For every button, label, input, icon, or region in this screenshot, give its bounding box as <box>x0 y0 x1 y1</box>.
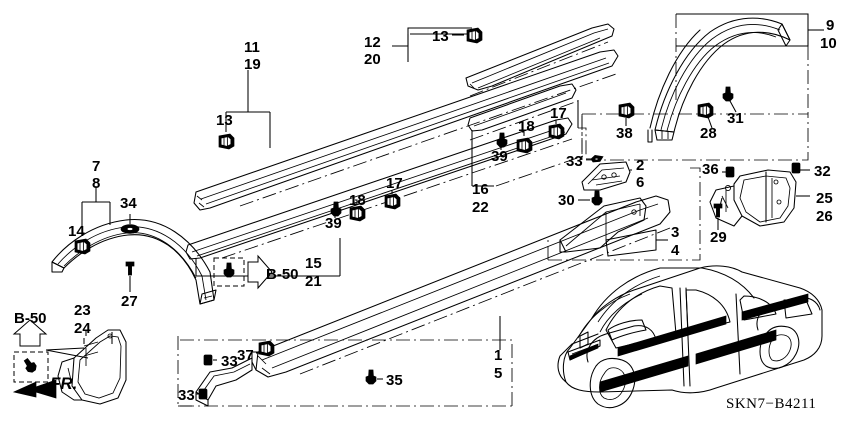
callout-14: 14 <box>68 223 85 240</box>
callout-7: 7 <box>92 158 101 175</box>
fastener-37 <box>258 340 275 357</box>
callout-25: 25 <box>816 190 833 207</box>
callout-24: 24 <box>74 320 91 337</box>
fastener-34 <box>120 224 140 234</box>
part-sill-panel-4 <box>605 229 657 257</box>
callout-19: 19 <box>244 56 261 73</box>
callout-3: 3 <box>671 224 680 241</box>
section-ref-label-left: B-50 <box>14 310 47 327</box>
drawing-number: SKN7−B4211 <box>726 396 817 412</box>
callout-17-b: 17 <box>386 175 403 192</box>
callout-23: 23 <box>74 302 91 319</box>
callout-33-a: 33 <box>566 153 583 170</box>
callout-34: 34 <box>120 195 137 212</box>
callout-35: 35 <box>386 372 403 389</box>
part-rear-mudguard-25-26 <box>709 169 797 227</box>
fastener-31 <box>722 86 734 102</box>
callout-26: 26 <box>816 208 833 225</box>
callout-1: 1 <box>494 347 503 364</box>
callout-5: 5 <box>494 365 503 382</box>
callout-39-b: 39 <box>325 215 342 232</box>
fastener-30 <box>591 190 603 206</box>
callout-22: 22 <box>472 199 489 216</box>
callout-6: 6 <box>636 174 645 191</box>
fastener-33-b <box>203 354 213 366</box>
part-fender-flare-9-10 <box>654 17 791 141</box>
callout-28: 28 <box>700 125 717 142</box>
callout-33-c: 33 <box>178 387 195 404</box>
callout-39-a: 39 <box>491 148 508 165</box>
section-ref-label-right: B-50 <box>266 266 299 283</box>
fastener-39-a <box>496 132 508 148</box>
callout-12: 12 <box>364 34 381 51</box>
callout-18-b: 18 <box>349 192 366 209</box>
part-molding-12-20 <box>465 23 615 91</box>
section-ref-left <box>12 319 49 383</box>
callout-9: 9 <box>826 17 835 34</box>
fastener-33-a <box>590 154 604 163</box>
fastener-38 <box>618 102 635 119</box>
callout-32: 32 <box>814 163 831 180</box>
fastener-13-left <box>218 133 235 150</box>
callout-36: 36 <box>702 161 719 178</box>
callout-38: 38 <box>616 125 633 142</box>
callout-27: 27 <box>121 293 138 310</box>
callout-30: 30 <box>558 192 575 209</box>
callout-18-a: 18 <box>518 118 535 135</box>
callout-37: 37 <box>237 347 254 364</box>
fastener-36 <box>725 166 735 178</box>
callout-17-a: 17 <box>550 105 567 122</box>
callout-33-b: 33 <box>221 353 238 370</box>
vehicle-illustration <box>557 265 823 408</box>
callout-15: 15 <box>305 255 322 272</box>
callout-13-left: 13 <box>216 112 233 129</box>
part-sill-rear-3-4 <box>559 197 647 253</box>
part-molding-16-22 <box>467 83 577 132</box>
callout-31: 31 <box>727 110 744 127</box>
front-direction-label: FR. <box>50 374 78 393</box>
callout-11: 11 <box>244 39 260 56</box>
fastener-33-c <box>198 388 208 400</box>
callout-8: 8 <box>92 175 101 192</box>
callout-21: 21 <box>305 273 322 290</box>
callout-2: 2 <box>636 157 645 174</box>
fastener-17-a <box>548 123 565 140</box>
callout-10: 10 <box>820 35 837 52</box>
fastener-27 <box>125 261 135 276</box>
fastener-28 <box>697 102 714 119</box>
fastener-32 <box>791 162 801 174</box>
callout-13-top: 13 <box>432 28 449 45</box>
callout-16: 16 <box>472 181 489 198</box>
part-molding-11-19 <box>193 49 619 211</box>
front-direction-arrow <box>12 379 57 399</box>
fastener-35 <box>365 369 377 385</box>
fastener-17-b <box>384 193 401 210</box>
part-molding-15-21 <box>185 117 573 260</box>
part-end-cap-2-6 <box>581 161 631 191</box>
fastener-18-a <box>516 137 533 154</box>
callout-20: 20 <box>364 51 381 68</box>
section-ref-right <box>213 254 273 290</box>
callout-29: 29 <box>710 229 727 246</box>
fastener-14 <box>74 238 91 255</box>
callout-4: 4 <box>671 242 680 259</box>
